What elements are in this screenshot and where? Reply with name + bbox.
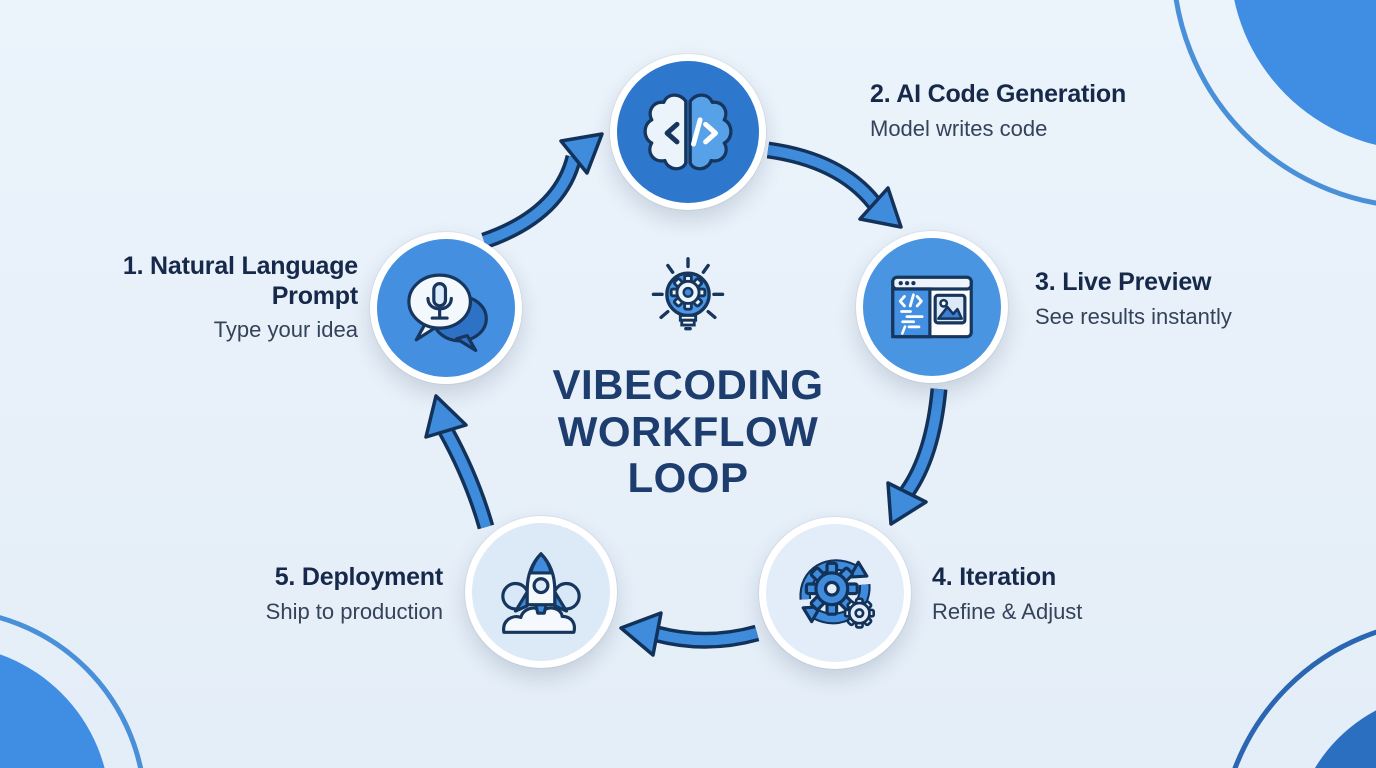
brain-code-icon: [643, 93, 733, 171]
step-1-subtitle: Type your idea: [213, 317, 358, 342]
chat-microphone-icon: [407, 273, 488, 352]
step-3-label: 3. Live Preview See results instantly: [1035, 268, 1232, 330]
step-1-label: 1. Natural Language Prompt Type your ide…: [78, 252, 358, 344]
rocket-launch-icon: [501, 552, 581, 634]
diagram-title-line-3: LOOP: [627, 454, 749, 502]
corner-decoration-bottom-left: [0, 615, 144, 768]
step-2-label: 2. AI Code Generation Model writes code: [870, 80, 1126, 142]
arrow-step5-to-step1-icon: [424, 394, 495, 530]
arrow-step3-to-step4-icon: [886, 388, 948, 526]
lightbulb-gear-icon: [651, 257, 725, 331]
step-1-title: 1. Natural Language Prompt: [122, 252, 358, 310]
arrow-step1-to-step2-icon: [481, 132, 604, 250]
diagram-title: VIBECODING WORKFLOW LOOP: [552, 361, 824, 502]
step-4-title: 4. Iteration: [932, 563, 1057, 591]
step-5-label: 5. Deployment Ship to production: [265, 563, 444, 625]
step-3-subtitle: See results instantly: [1035, 303, 1232, 329]
step-4-label: 4. Iteration Refine & Adjust: [932, 563, 1082, 625]
step-4-subtitle: Refine & Adjust: [932, 598, 1083, 624]
corner-decoration-bottom-right: [1232, 629, 1376, 768]
browser-preview-icon: [891, 275, 973, 339]
diagram-title-line-2: WORKFLOW: [557, 407, 819, 455]
step-4-node: [759, 517, 911, 669]
arrow-step2-to-step3-icon: [766, 141, 903, 229]
step-2-subtitle: Model writes code: [870, 115, 1048, 141]
step-5-subtitle: Ship to production: [265, 598, 443, 624]
step-5-node: [465, 516, 617, 668]
step-1-node: [370, 232, 522, 384]
step-3-title: 3. Live Preview: [1035, 268, 1212, 296]
corner-decoration-top-right: [1173, 0, 1376, 206]
step-5-title: 5. Deployment: [274, 563, 443, 591]
step-2-title: 2. AI Code Generation: [870, 80, 1127, 108]
loop-gears-icon: [799, 559, 876, 629]
step-3-node: [856, 231, 1008, 383]
step-2-node: [610, 54, 766, 210]
arrow-step4-to-step5-icon: [619, 611, 760, 657]
diagram-title-line-1: VIBECODING: [552, 361, 824, 408]
